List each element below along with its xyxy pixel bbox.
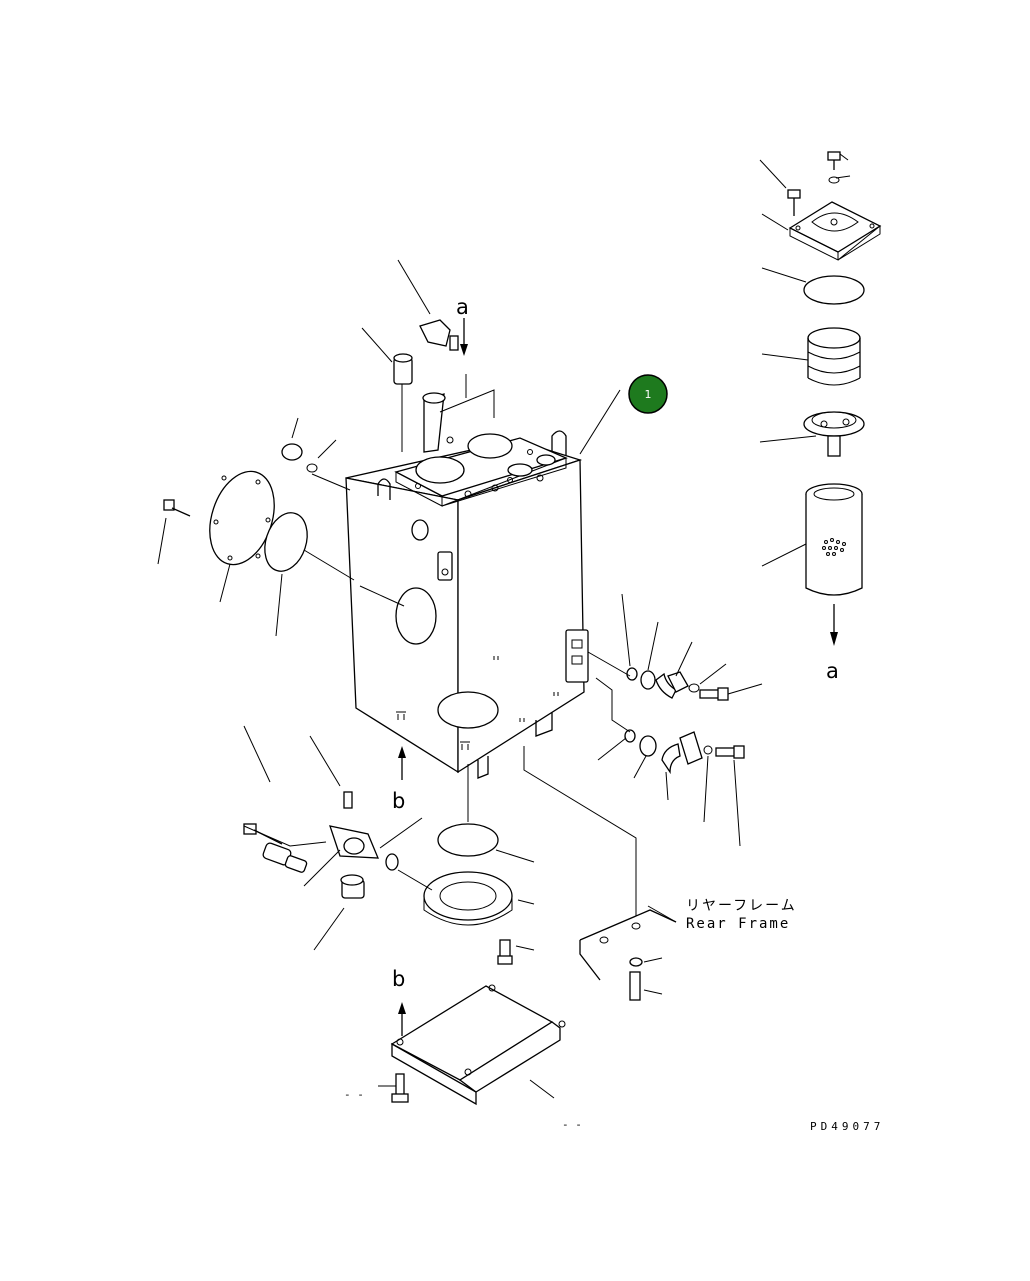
drawing-number: PD49077 xyxy=(810,1120,884,1133)
rear-frame-bracket xyxy=(579,909,677,1001)
left-cover-parts xyxy=(163,443,318,572)
label-b-bottom: b xyxy=(392,967,405,991)
filter-assembly xyxy=(787,151,882,646)
label-a-top: a xyxy=(456,295,469,319)
rear-frame-en-label: Rear Frame xyxy=(686,916,790,932)
dash-right: - - xyxy=(562,1118,582,1131)
callout-number: 1 xyxy=(645,388,652,401)
dash-left: - - xyxy=(344,1088,364,1101)
label-b-mid: b xyxy=(392,789,405,813)
reference-arrows xyxy=(398,318,468,1036)
bottom-guard xyxy=(390,984,566,1106)
flange-parts xyxy=(624,667,745,775)
rear-frame-jp-label: リヤーフレーム xyxy=(686,898,797,914)
hydraulic-tank xyxy=(345,319,589,779)
label-a-bottom: a xyxy=(826,659,839,683)
drain-parts xyxy=(243,791,399,899)
filter-dots xyxy=(822,538,846,556)
leader-lines xyxy=(157,153,851,1099)
bottom-flange xyxy=(423,823,513,965)
callout-1[interactable]: 1 xyxy=(628,374,668,414)
